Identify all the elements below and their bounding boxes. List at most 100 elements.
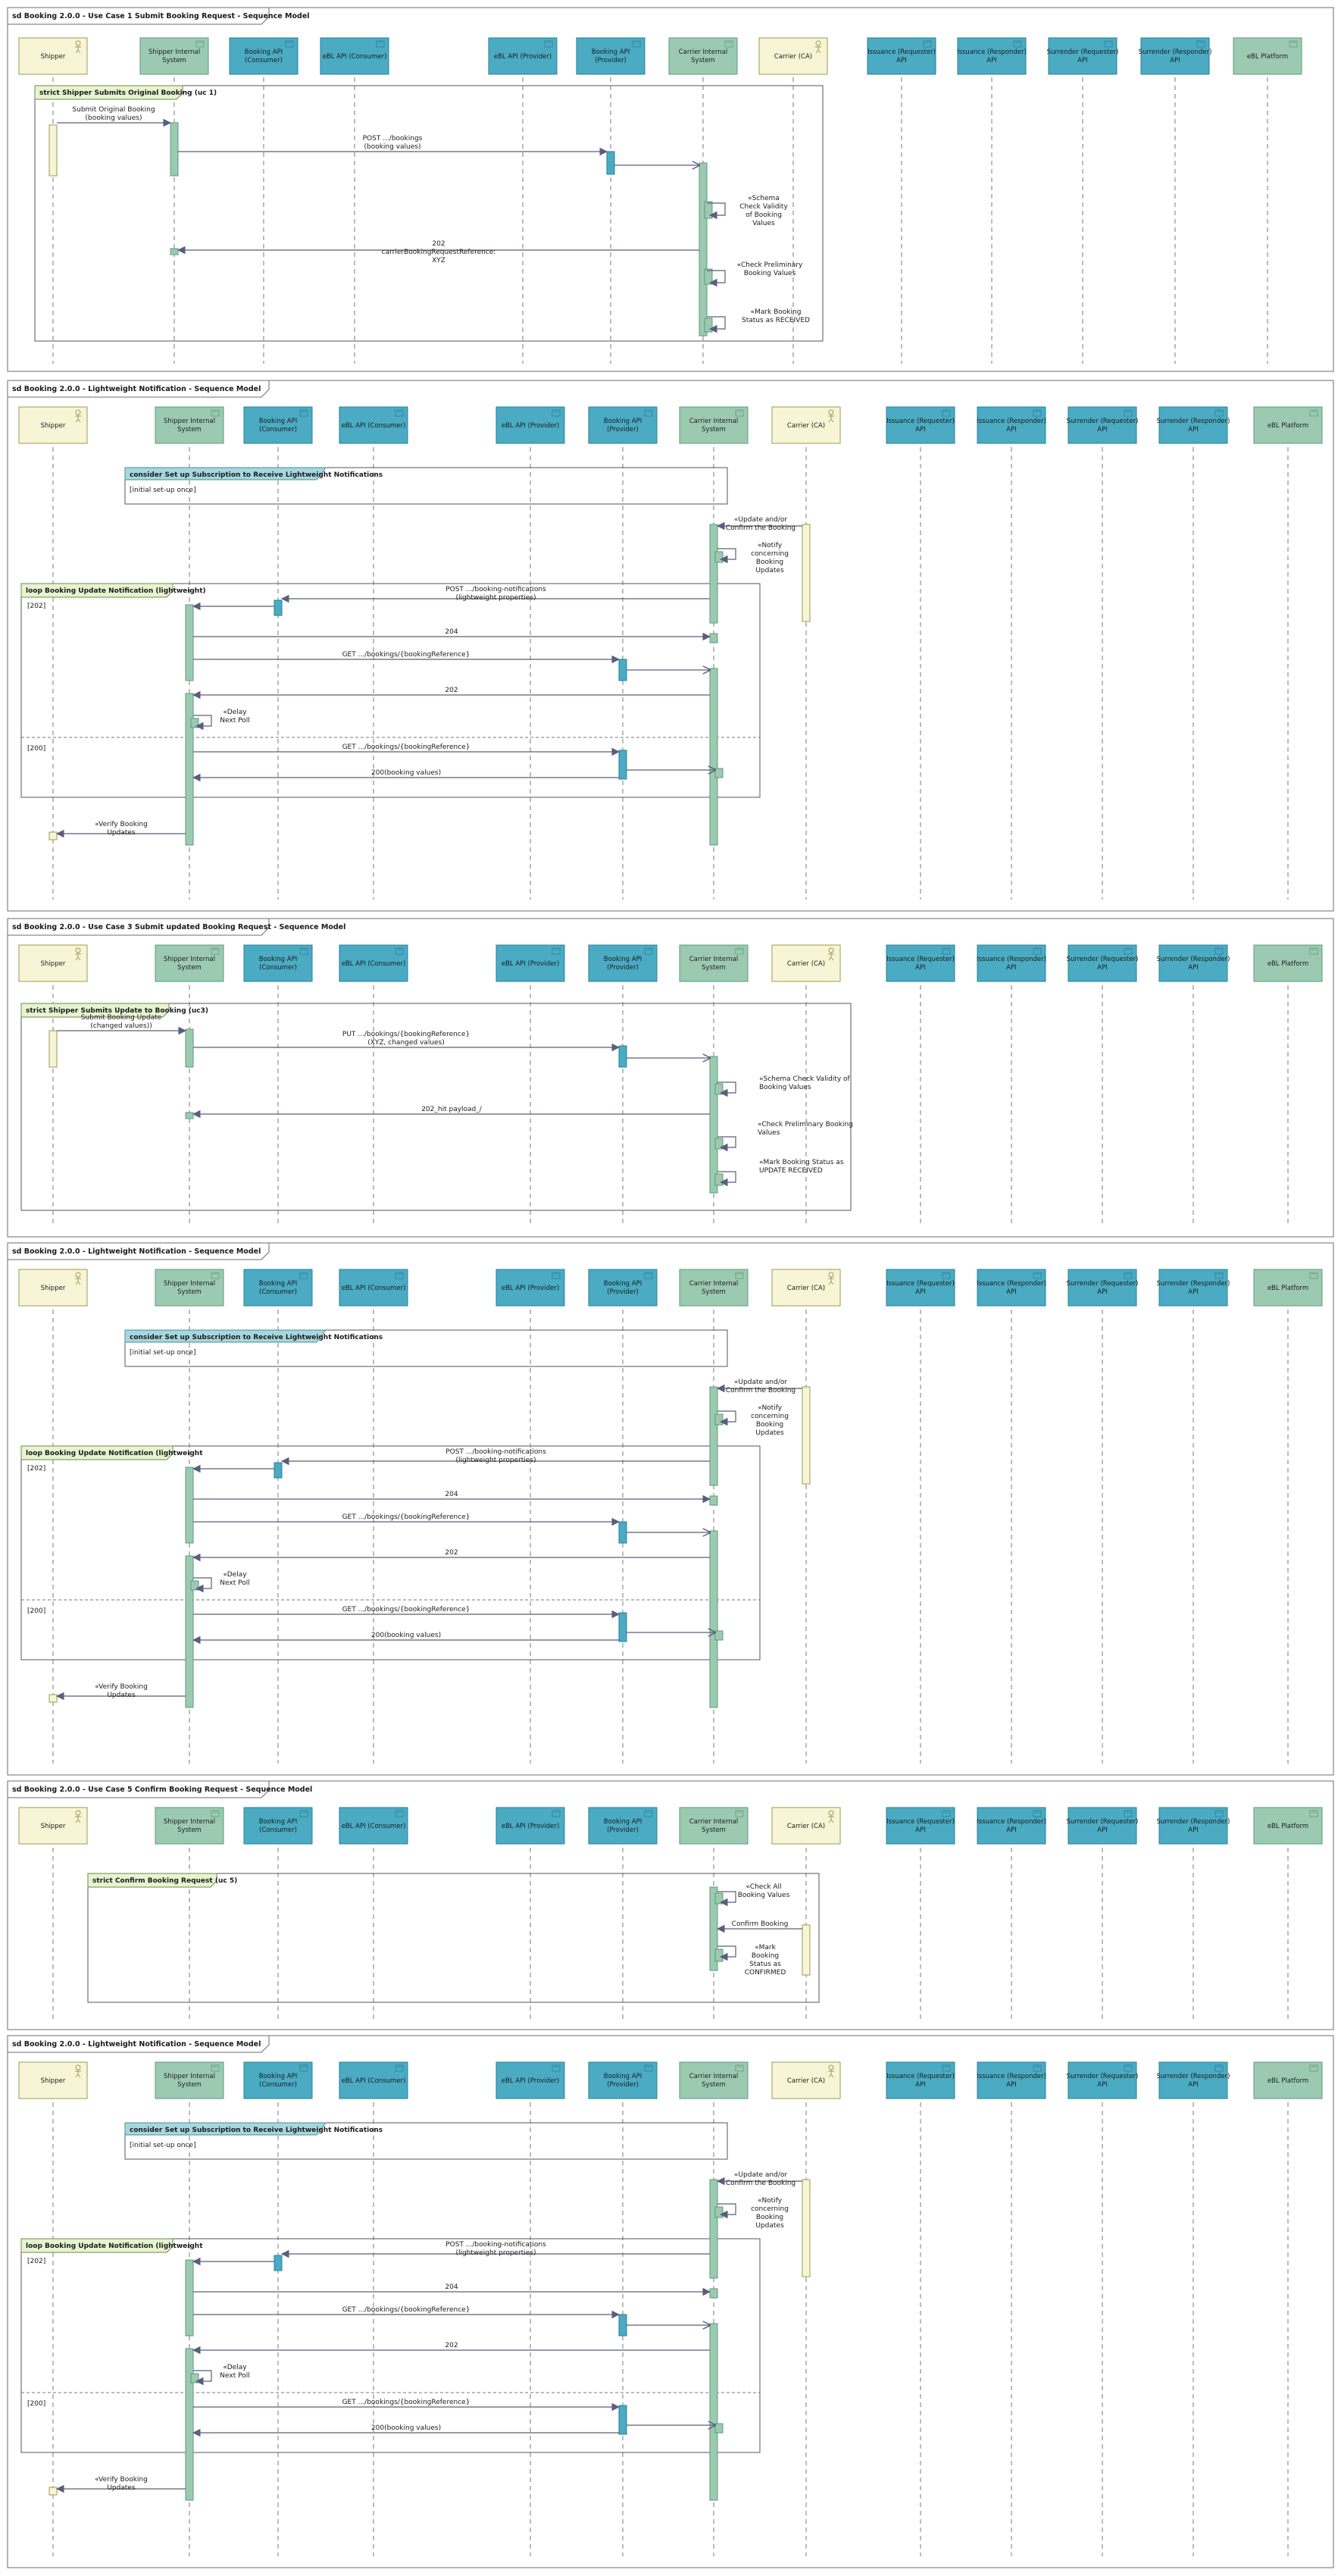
message-label: GET .../bookings/{bookingReference} [342, 651, 470, 659]
component-icon [1214, 1810, 1224, 1817]
participant-iss2-label: Issuance (Responder)API [977, 1280, 1046, 1296]
participant-bapip-label: Booking API(Provider) [604, 1280, 642, 1296]
activation-bar [274, 2255, 283, 2271]
diagram-title: sd Booking 2.0.0 - Lightweight Notificat… [12, 2040, 261, 2049]
component-icon [1309, 409, 1318, 417]
component-icon [395, 1810, 404, 1817]
component-icon [395, 1272, 404, 1279]
component-icon [1033, 947, 1042, 955]
participant-sur1-label: Surrender (Requester)API [1047, 49, 1119, 64]
participant-eapip-label: eBL API (Provider) [502, 960, 559, 968]
message-label: 202 [445, 687, 458, 694]
participant-sur1-box [1067, 1807, 1137, 1845]
component-icon [1013, 40, 1022, 48]
activation-bar [709, 524, 718, 624]
component-icon [552, 1272, 561, 1279]
participant-bapic-box [243, 2061, 313, 2099]
component-icon [1196, 40, 1205, 48]
diagram-title-tab [7, 1242, 270, 1260]
participant-eapip-box [495, 1269, 565, 1307]
message-label: GET .../bookings/{bookingReference} [342, 1606, 470, 1614]
participant-carrier-label: Carrier (CA) [787, 1285, 825, 1292]
participant-ebl-box [1253, 944, 1323, 982]
participant-bapic-label: Booking API(Consumer) [259, 956, 297, 972]
message-label: POST .../bookings(booking values) [363, 135, 423, 151]
component-icon [1033, 1272, 1042, 1279]
component-icon [211, 1810, 220, 1817]
message-label: PUT .../bookings/{bookingReference}(XYZ,… [342, 1031, 470, 1047]
participant-eapip-box [495, 2061, 565, 2099]
participant-ebl-box [1253, 1269, 1323, 1307]
activation-bar [185, 1555, 194, 1708]
component-icon [544, 40, 553, 48]
participant-sur2-box [1140, 37, 1210, 75]
consider-label: consider Set up Subscription to Receive … [130, 471, 383, 479]
participant-sur2-label: Surrender (Responder)API [1157, 418, 1230, 434]
participant-shipper-label: Shipper [41, 422, 66, 430]
actor-icon-body [75, 45, 81, 54]
guard-label: [202] [27, 2258, 45, 2265]
component-icon [923, 40, 932, 48]
activation-bar [185, 1112, 194, 1119]
fragment-label-tab [34, 85, 183, 100]
participant-bapip-box [588, 944, 658, 982]
activation-bar [618, 2314, 627, 2337]
participant-sur2-box [1158, 1269, 1228, 1307]
message-label: Confirm Booking [732, 1920, 789, 1928]
diagram-uc3: sd Booking 2.0.0 - Use Case 3 Submit upd… [7, 918, 1334, 1238]
fragment-label: strict Shipper Submits Original Booking … [39, 89, 217, 97]
participant-iss1-box [886, 406, 955, 444]
participant-iss2-box [977, 944, 1046, 982]
participant-eapic-box [339, 406, 408, 444]
diagram-title-tab [7, 1780, 270, 1798]
component-icon [942, 947, 951, 955]
component-icon [552, 2064, 561, 2072]
participant-ebl-label: eBL Platform [1268, 2077, 1308, 2085]
participant-sur1-label: Surrender (Requester)API [1067, 418, 1139, 434]
activation-bar [714, 2206, 724, 2218]
participant-eapic-label: eBL API (Consumer) [323, 53, 387, 61]
participant-iss1-box [886, 2061, 955, 2099]
component-icon [285, 40, 294, 48]
component-icon [724, 40, 733, 48]
combined-fragment [87, 1873, 820, 2003]
self-message-arrow [717, 1081, 736, 1097]
component-icon [211, 409, 220, 417]
consider-fragment [124, 2122, 728, 2160]
participant-eapic-box [339, 944, 408, 982]
participant-bapic-box [243, 406, 313, 444]
component-icon [1309, 2064, 1318, 2072]
guard-label: [200] [27, 2400, 45, 2408]
participant-ebl-box [1253, 406, 1323, 444]
guard-label: [200] [27, 1607, 45, 1615]
participant-eapip-box [495, 406, 565, 444]
diagram-title: sd Booking 2.0.0 - Lightweight Notificat… [12, 1247, 261, 1256]
component-icon [942, 409, 951, 417]
participant-iss1-label: Issuance (Requester)API [886, 1818, 955, 1834]
component-icon [211, 2064, 220, 2072]
participant-ebl-label: eBL Platform [1247, 53, 1288, 61]
component-icon [1033, 2064, 1042, 2072]
participant-sis-box [155, 406, 224, 444]
activation-bar [606, 151, 615, 175]
participant-bapip-label: Booking API(Provider) [604, 956, 642, 972]
component-icon [1309, 1810, 1318, 1817]
participant-sur1-box [1067, 406, 1137, 444]
participant-iss2-box [977, 1807, 1046, 1845]
activation-bar [48, 1694, 58, 1703]
component-icon [1124, 1272, 1133, 1279]
diagram-title: sd Booking 2.0.0 - Lightweight Notificat… [12, 385, 261, 393]
participant-bapip-box [576, 37, 645, 75]
combined-fragment [34, 85, 824, 342]
activation-bar [714, 1630, 724, 1641]
activation-bar [802, 1924, 811, 1976]
component-icon [299, 1272, 308, 1279]
component-icon [942, 1272, 951, 1279]
